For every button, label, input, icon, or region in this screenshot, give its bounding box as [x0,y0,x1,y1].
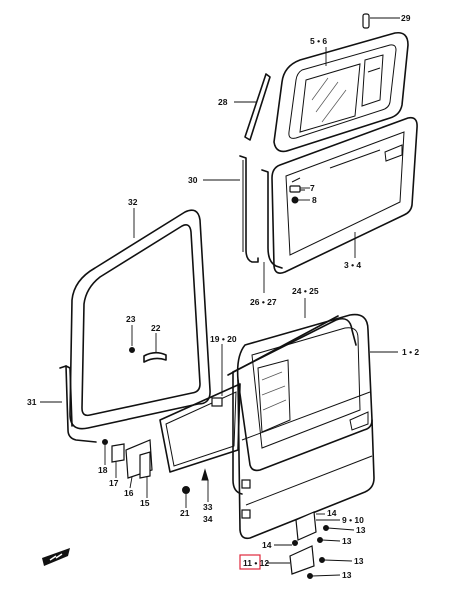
callout-13-d: 13 [342,570,352,580]
parts-22-23 [129,347,167,363]
callout-1-2: 1 • 2 [402,347,419,357]
callout-9-10: 9 • 10 [342,515,364,525]
rear-door-window-frame [273,31,409,153]
part-30-seal [239,155,283,269]
callout-30: 30 [188,175,198,185]
callout-26-27: 26 • 27 [250,297,277,307]
front-direction-icon [42,548,70,566]
callout-15: 15 [140,498,150,508]
callout-19-20: 19 • 20 [210,334,237,344]
part-28-belt-molding [244,73,271,141]
callout-34: 34 [203,514,213,524]
leader-lines [40,17,400,577]
callout-21: 21 [180,508,190,518]
highlight-box [239,554,261,570]
parts-21-33-34 [182,468,209,494]
callout-3-4: 3 • 4 [344,260,361,270]
part-19-20-trim-panel [159,383,241,473]
part-29-strip [362,13,370,29]
callout-32: 32 [128,197,138,207]
callout-11-12: 11 • 12 [243,558,269,568]
callout-17: 17 [109,478,119,488]
callout-23: 23 [126,314,136,324]
callout-13-b: 13 [342,536,352,546]
callout-14-b: 14 [262,540,272,550]
callout-16: 16 [124,488,134,498]
callout-31: 31 [27,397,37,407]
part-31-strip [59,365,97,443]
callout-labels: 29 5 • 6 28 7 8 30 3 • 4 32 26 • 27 24 •… [27,13,419,580]
callout-14-a: 14 [327,508,337,518]
rear-door-panel [271,116,418,274]
hinges-right [289,511,329,579]
callout-8: 8 [312,195,317,205]
callout-18: 18 [98,465,108,475]
callout-33: 33 [203,502,213,512]
callout-7: 7 [310,183,315,193]
callout-13-a: 13 [356,525,366,535]
callout-28: 28 [218,97,228,107]
callout-24-25: 24 • 25 [292,286,319,296]
callout-29: 29 [401,13,411,23]
callout-22: 22 [151,323,161,333]
part-32-weatherstrip [69,209,211,430]
hinge-parts-left [102,439,153,479]
front-door-panel [236,313,375,540]
part-24-25-weatherstrip [227,315,357,495]
callout-13-c: 13 [354,556,364,566]
callout-5-6: 5 • 6 [310,36,327,46]
